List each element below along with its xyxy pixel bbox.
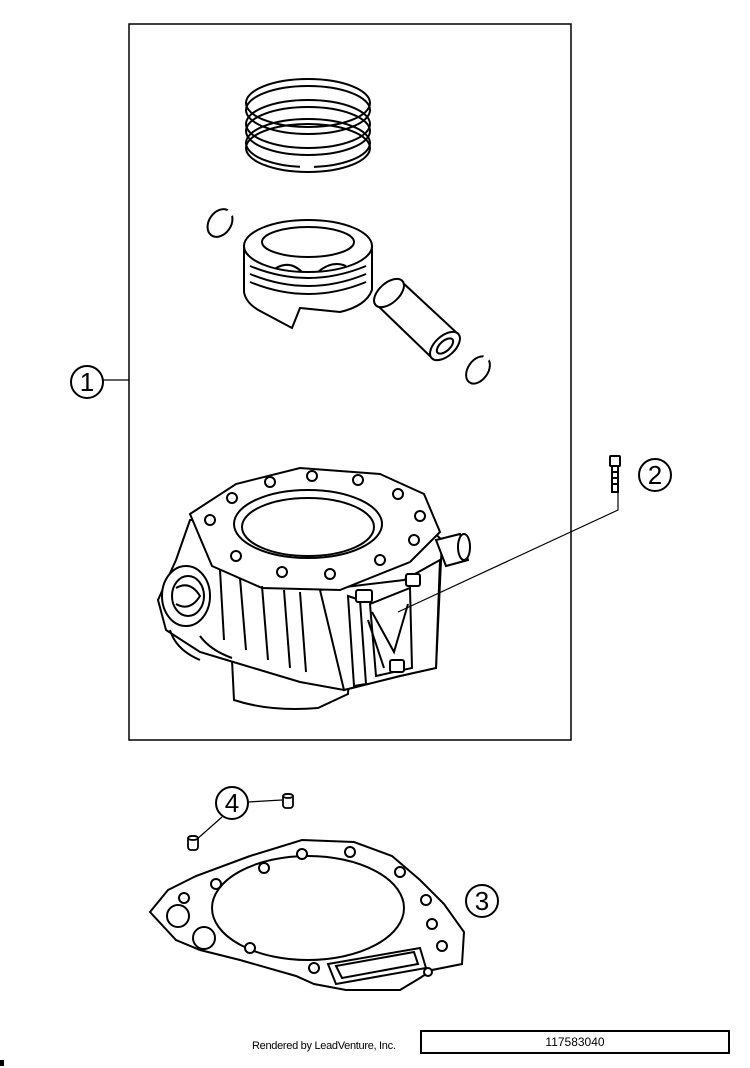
cylinder[interactable] xyxy=(156,466,471,710)
part-id-box: 117583040 xyxy=(420,1030,730,1054)
callout-2-leader xyxy=(397,492,619,613)
callout-4-leader-a xyxy=(247,799,283,803)
corner-mark xyxy=(0,1060,4,1066)
base-gasket[interactable] xyxy=(148,838,466,991)
callout-3[interactable]: 3 xyxy=(465,884,499,918)
circlip-left[interactable] xyxy=(202,204,237,241)
piston[interactable] xyxy=(243,219,373,330)
kit-frame xyxy=(128,23,572,741)
callout-2[interactable]: 2 xyxy=(638,458,672,492)
callout-4[interactable]: 4 xyxy=(215,786,249,820)
dowel-pin-b[interactable] xyxy=(187,835,199,851)
piston-rings[interactable] xyxy=(245,78,371,173)
callout-4-label: 4 xyxy=(225,788,239,818)
callout-1[interactable]: 1 xyxy=(70,365,104,399)
part-id: 117583040 xyxy=(545,1035,605,1049)
dowel-pin-a[interactable] xyxy=(282,793,294,809)
callout-4-leader-b xyxy=(195,816,223,841)
callout-2-label: 2 xyxy=(648,460,662,490)
wrist-pin[interactable] xyxy=(369,274,465,366)
footer-credit: Rendered by LeadVenture, Inc. xyxy=(252,1040,396,1052)
callout-3-label: 3 xyxy=(475,886,489,916)
callout-1-label: 1 xyxy=(80,367,94,397)
circlip-right[interactable] xyxy=(461,352,495,388)
bolt[interactable] xyxy=(609,455,621,493)
